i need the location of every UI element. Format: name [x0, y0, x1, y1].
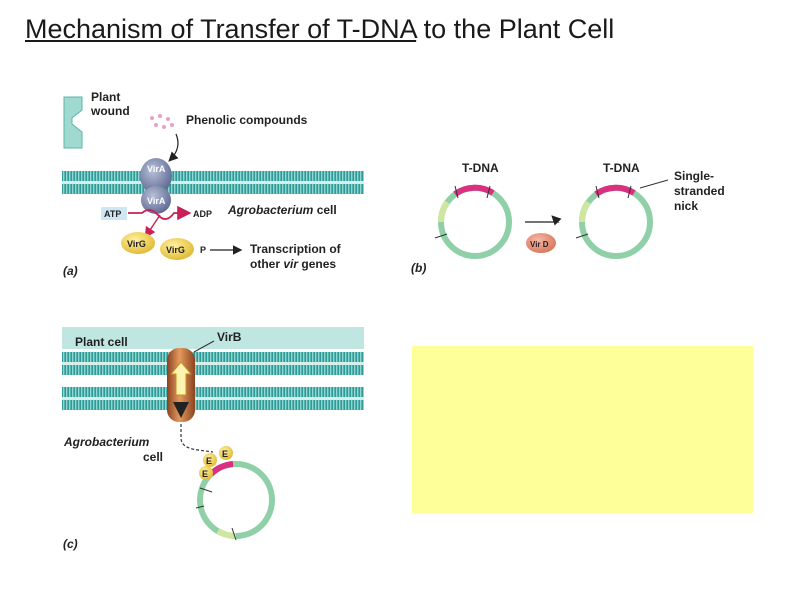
- virD-arrow: [525, 215, 562, 226]
- virg-2-label: VirG: [166, 245, 185, 255]
- panel-b: T-DNA T-DNA Vir D Single- stranded nick …: [411, 161, 725, 275]
- transcription-post: genes: [298, 257, 336, 271]
- panel-a-label: (a): [63, 264, 78, 278]
- e-protein-3: [199, 466, 213, 480]
- membrane-c-2b: [62, 400, 364, 410]
- vira-top-protein: [140, 158, 172, 194]
- plant-wound-label-2: wound: [90, 104, 130, 118]
- virg-1-label: VirG: [127, 239, 146, 249]
- transcription-ital: vir: [283, 257, 299, 271]
- ti-plasmid-2: [575, 184, 653, 259]
- atp-label: ATP: [104, 209, 121, 219]
- phenolic-dots: [150, 114, 174, 129]
- e-label-3: E: [202, 469, 208, 479]
- ti-plasmid-1: [434, 184, 512, 259]
- single-stranded-2: stranded: [674, 184, 725, 198]
- atp-box: [101, 207, 127, 220]
- virg-2-protein: [160, 238, 194, 260]
- vira-top-label: VirA: [147, 164, 166, 174]
- membrane-c-1: [62, 352, 364, 362]
- membrane-c-2: [62, 387, 364, 397]
- membrane-c-1b: [62, 365, 364, 375]
- agro-cell-italic: Agrobacterium: [227, 203, 314, 217]
- virg-1-protein: [121, 232, 155, 254]
- agro-cell-label-a: Agrobacterium cell: [227, 203, 337, 217]
- e-label-2: E: [206, 456, 212, 466]
- agro-cell-c-1: Agrobacterium: [63, 435, 150, 449]
- membrane-c-1-mid: [62, 362, 364, 365]
- panel-b-label: (b): [411, 261, 426, 275]
- virD-label: Vir D: [530, 240, 549, 249]
- membrane-a-top: [62, 171, 364, 181]
- plant-wound-label-1: Plant: [91, 90, 120, 104]
- single-stranded-1: Single-: [674, 169, 714, 183]
- single-stranded-3: nick: [674, 199, 698, 213]
- slide-title: Mechanism of Transfer of T-DNA to the Pl…: [25, 12, 765, 46]
- plant-wound-shape: [63, 96, 83, 149]
- phosphate-label: P: [200, 245, 206, 255]
- title-rest: to the Plant Cell: [416, 14, 615, 44]
- title-underlined: Mechanism of Transfer of T-DNA: [25, 14, 417, 44]
- e-protein-2: [203, 453, 217, 467]
- virB-label: VirB: [217, 330, 242, 344]
- transcription-line-1: Transcription of: [250, 242, 342, 256]
- panel-c: Plant cell VirB Agrobacterium cell E: [62, 327, 364, 551]
- t-strand: [180, 424, 214, 453]
- panel-c-label: (c): [63, 537, 78, 551]
- phenolic-arrow: [168, 133, 179, 162]
- virD-protein: [526, 233, 556, 253]
- tdna-label-1: T-DNA: [462, 161, 499, 175]
- atp-adp-arrow: [128, 205, 192, 221]
- highlight-box: [412, 346, 753, 513]
- e-protein-1: [219, 446, 233, 460]
- membrane-a-mid: [62, 181, 364, 184]
- adp-label: ADP: [193, 209, 212, 219]
- membrane-c-2-mid: [62, 397, 364, 400]
- nick-pointer: [639, 179, 669, 189]
- virB-pointer: [193, 340, 215, 353]
- transcription-pre: other: [250, 257, 283, 271]
- plant-cell-band: [62, 327, 364, 349]
- transcription-line-2: other vir genes: [250, 257, 336, 271]
- membrane-a-bottom: [62, 184, 364, 194]
- vira-bottom-label: VirA: [147, 196, 166, 206]
- virB-arrow-up: [169, 361, 193, 396]
- phenolic-label: Phenolic compounds: [186, 113, 308, 127]
- phosphate-arrow: [144, 214, 161, 239]
- agro-cell-c-2: cell: [143, 450, 163, 464]
- panel-a: Plant wound Phenolic compounds VirA VirA…: [62, 90, 364, 278]
- plant-cell-label: Plant cell: [75, 335, 128, 349]
- agro-cell-rest: cell: [313, 203, 336, 217]
- tdna-label-2: T-DNA: [603, 161, 640, 175]
- e-label-1: E: [222, 449, 228, 459]
- vira-bottom-protein: [141, 186, 171, 214]
